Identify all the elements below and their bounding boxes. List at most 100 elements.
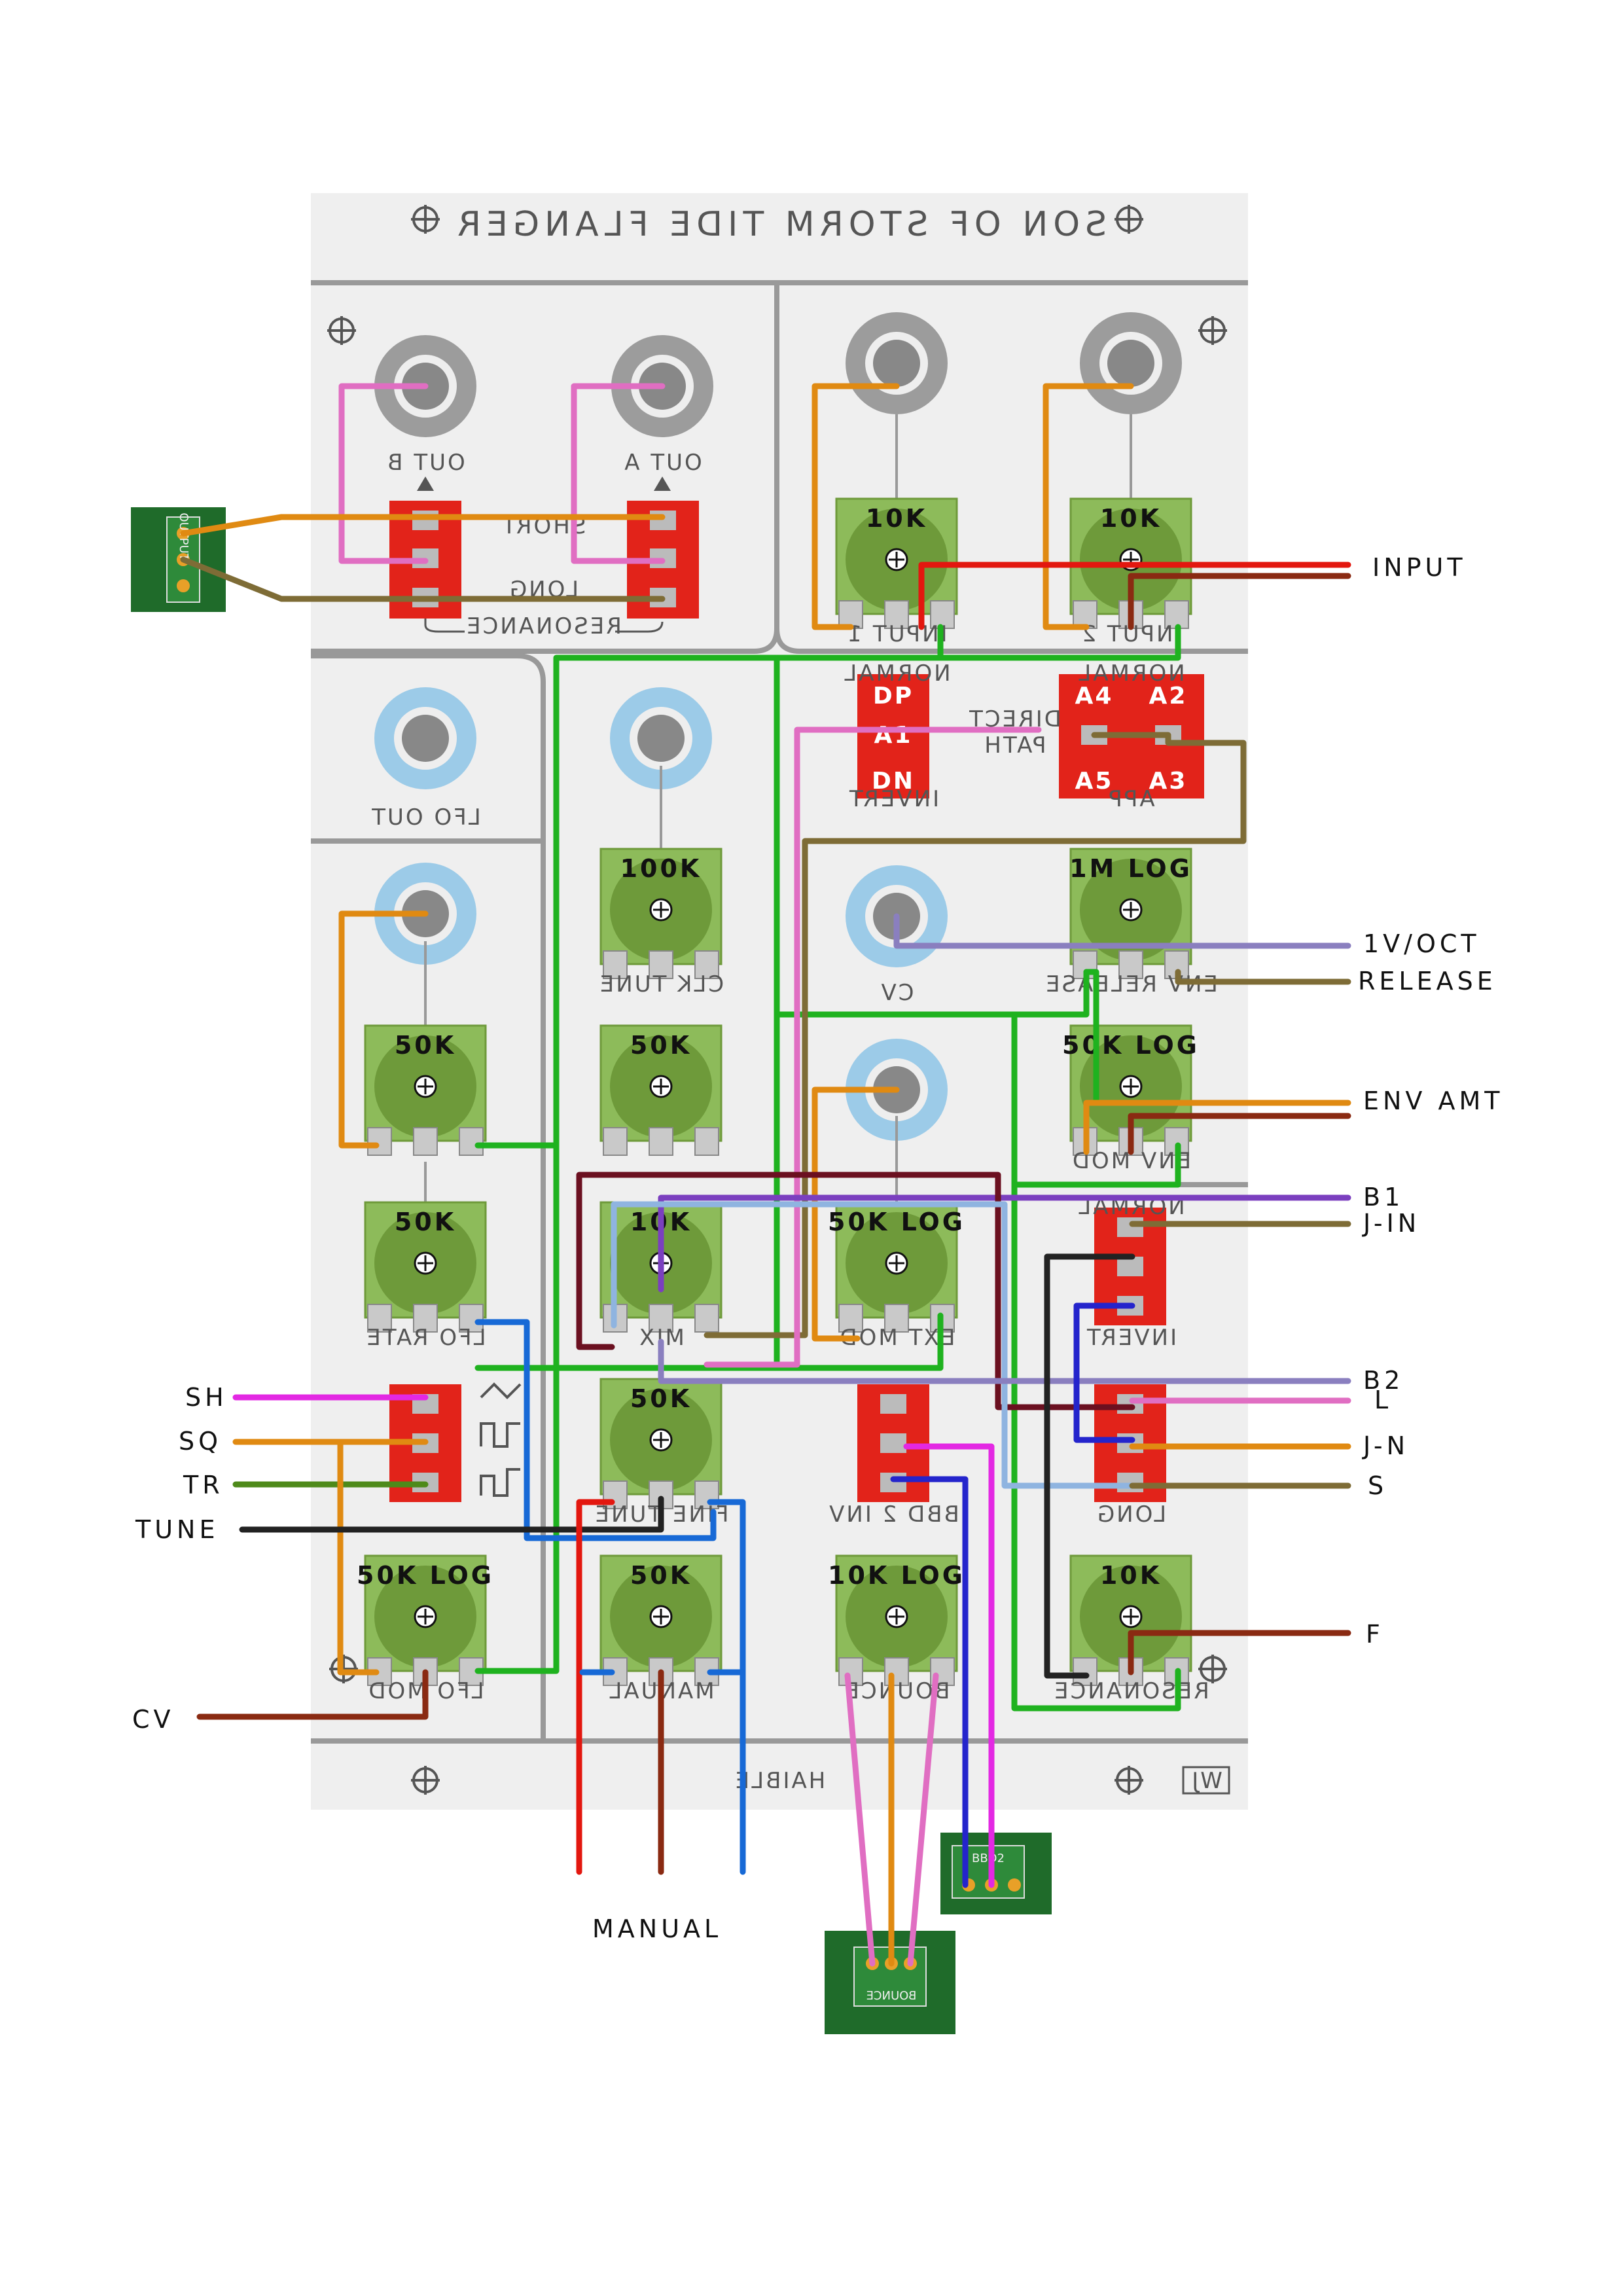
wire-orange	[812, 383, 900, 630]
waveform-icons	[480, 1382, 522, 1497]
label-resonance-switch: RESONANCE	[465, 613, 622, 639]
wire-black	[1044, 1253, 1135, 1679]
pot-value: 10K LOG	[828, 1561, 965, 1590]
pot-label: RESONANCE	[1052, 1678, 1209, 1704]
wire-navy	[890, 1476, 969, 1888]
label-b1: B1	[1363, 1183, 1404, 1211]
pcb-bounce-label: BOUNCE	[866, 1989, 917, 2003]
screw-icon	[1198, 1655, 1227, 1683]
pot-shaft-icon	[414, 1075, 437, 1098]
label-normal-1: NORMAL	[842, 660, 950, 687]
label-release: RELEASE	[1358, 967, 1497, 996]
label-lfo-out: LFO OUT	[370, 804, 480, 831]
logo-text: WJ	[1190, 1768, 1222, 1794]
wire-lavender	[893, 913, 1351, 949]
pot-value: 50K	[630, 1561, 692, 1590]
pot-shaft-icon	[649, 898, 673, 922]
pin-a1: A1	[874, 722, 913, 749]
pot-value: 10K	[866, 504, 927, 533]
pot-shaft-icon	[1119, 898, 1143, 922]
arrow-icon	[417, 476, 434, 491]
pot-4[interactable]: 50K	[364, 1024, 487, 1156]
screw-icon	[1198, 316, 1227, 345]
pot-shaft-icon	[885, 548, 908, 571]
wire-brown	[180, 556, 666, 602]
jack-clk-cv[interactable]	[610, 687, 712, 789]
wire-green	[1011, 1011, 1181, 1188]
label-long-2: LONG	[1096, 1501, 1166, 1528]
pot-shaft-icon	[885, 1251, 908, 1275]
wire-pink	[844, 1672, 876, 1967]
pot-shaft-icon	[414, 1605, 437, 1628]
pot-label: INPUT 1	[846, 621, 947, 647]
wire-lavender	[658, 1338, 1351, 1384]
square-wave-icon	[480, 1422, 520, 1448]
wire-maroon	[576, 1172, 615, 1350]
brand-label: HAIBLE	[734, 1768, 826, 1794]
switch-bbd2-inv[interactable]	[857, 1384, 929, 1502]
pot-shaft-icon	[1119, 1605, 1143, 1628]
wire-orange	[180, 514, 666, 537]
wire-green	[1011, 1181, 1181, 1712]
wire-green	[1083, 969, 1099, 1103]
label-input: INPUT	[1372, 553, 1467, 582]
pot-label: CLK TUNE	[598, 971, 724, 997]
wire-blue	[474, 1319, 717, 1541]
pot-value: 50K	[395, 1031, 456, 1060]
wire-blue	[707, 1499, 746, 1875]
label-normal-2: NORMAL	[1077, 660, 1185, 687]
wires	[180, 383, 1351, 1967]
label-cv: CV	[132, 1705, 175, 1734]
wire-pink	[571, 383, 666, 564]
wire-orange	[1083, 1100, 1351, 1155]
label-cv-jack: CV	[880, 980, 914, 1006]
pot-value: 50K	[630, 1031, 692, 1060]
pcb-bbd2-label: BBD2	[972, 1852, 1005, 1865]
screw-icon	[327, 316, 356, 345]
screw-icon	[1115, 1766, 1143, 1795]
pot-value: 10K	[1100, 504, 1162, 533]
wire-magenta	[903, 1443, 995, 1888]
label-sh: SH	[185, 1383, 228, 1412]
pot-value: 10K	[1100, 1561, 1162, 1590]
wire-orange	[1043, 383, 1134, 630]
wire-purple	[658, 1194, 1351, 1293]
switch-direct-path[interactable]: DP A1 DN	[857, 674, 929, 798]
label-tune: TUNE	[135, 1515, 219, 1544]
pot-shaft-icon	[649, 1075, 673, 1098]
screw-icon	[411, 1766, 440, 1795]
pin-a5: A5	[1075, 768, 1114, 795]
label-b2: B2	[1363, 1366, 1404, 1395]
wire-red	[918, 562, 1351, 630]
label-l: L	[1374, 1386, 1392, 1414]
jack-lfo-out[interactable]	[374, 687, 476, 789]
wire-pink	[907, 1672, 939, 1967]
switch-long-right[interactable]	[1094, 1384, 1166, 1502]
jack-input-2[interactable]	[1080, 312, 1182, 414]
pot-5[interactable]: 50K	[599, 1024, 722, 1156]
wire-green	[774, 1312, 944, 1371]
pot-shaft-icon	[649, 1428, 673, 1452]
wire-brown	[704, 732, 1247, 1338]
wire-green	[474, 624, 944, 1674]
label-sq: SQ	[179, 1427, 222, 1456]
pin-dn: DN	[872, 768, 915, 795]
pot-shaft-icon	[649, 1605, 673, 1628]
pcb-output: OUTPUT	[131, 507, 226, 612]
wire-orange	[812, 1086, 900, 1342]
wire-darkred	[1128, 573, 1351, 630]
wire-orange	[337, 1439, 380, 1676]
jack-input-1[interactable]	[846, 312, 948, 414]
pcb-bbd2: BBD2	[940, 1833, 1052, 1914]
triangle-wave-icon	[480, 1382, 522, 1399]
